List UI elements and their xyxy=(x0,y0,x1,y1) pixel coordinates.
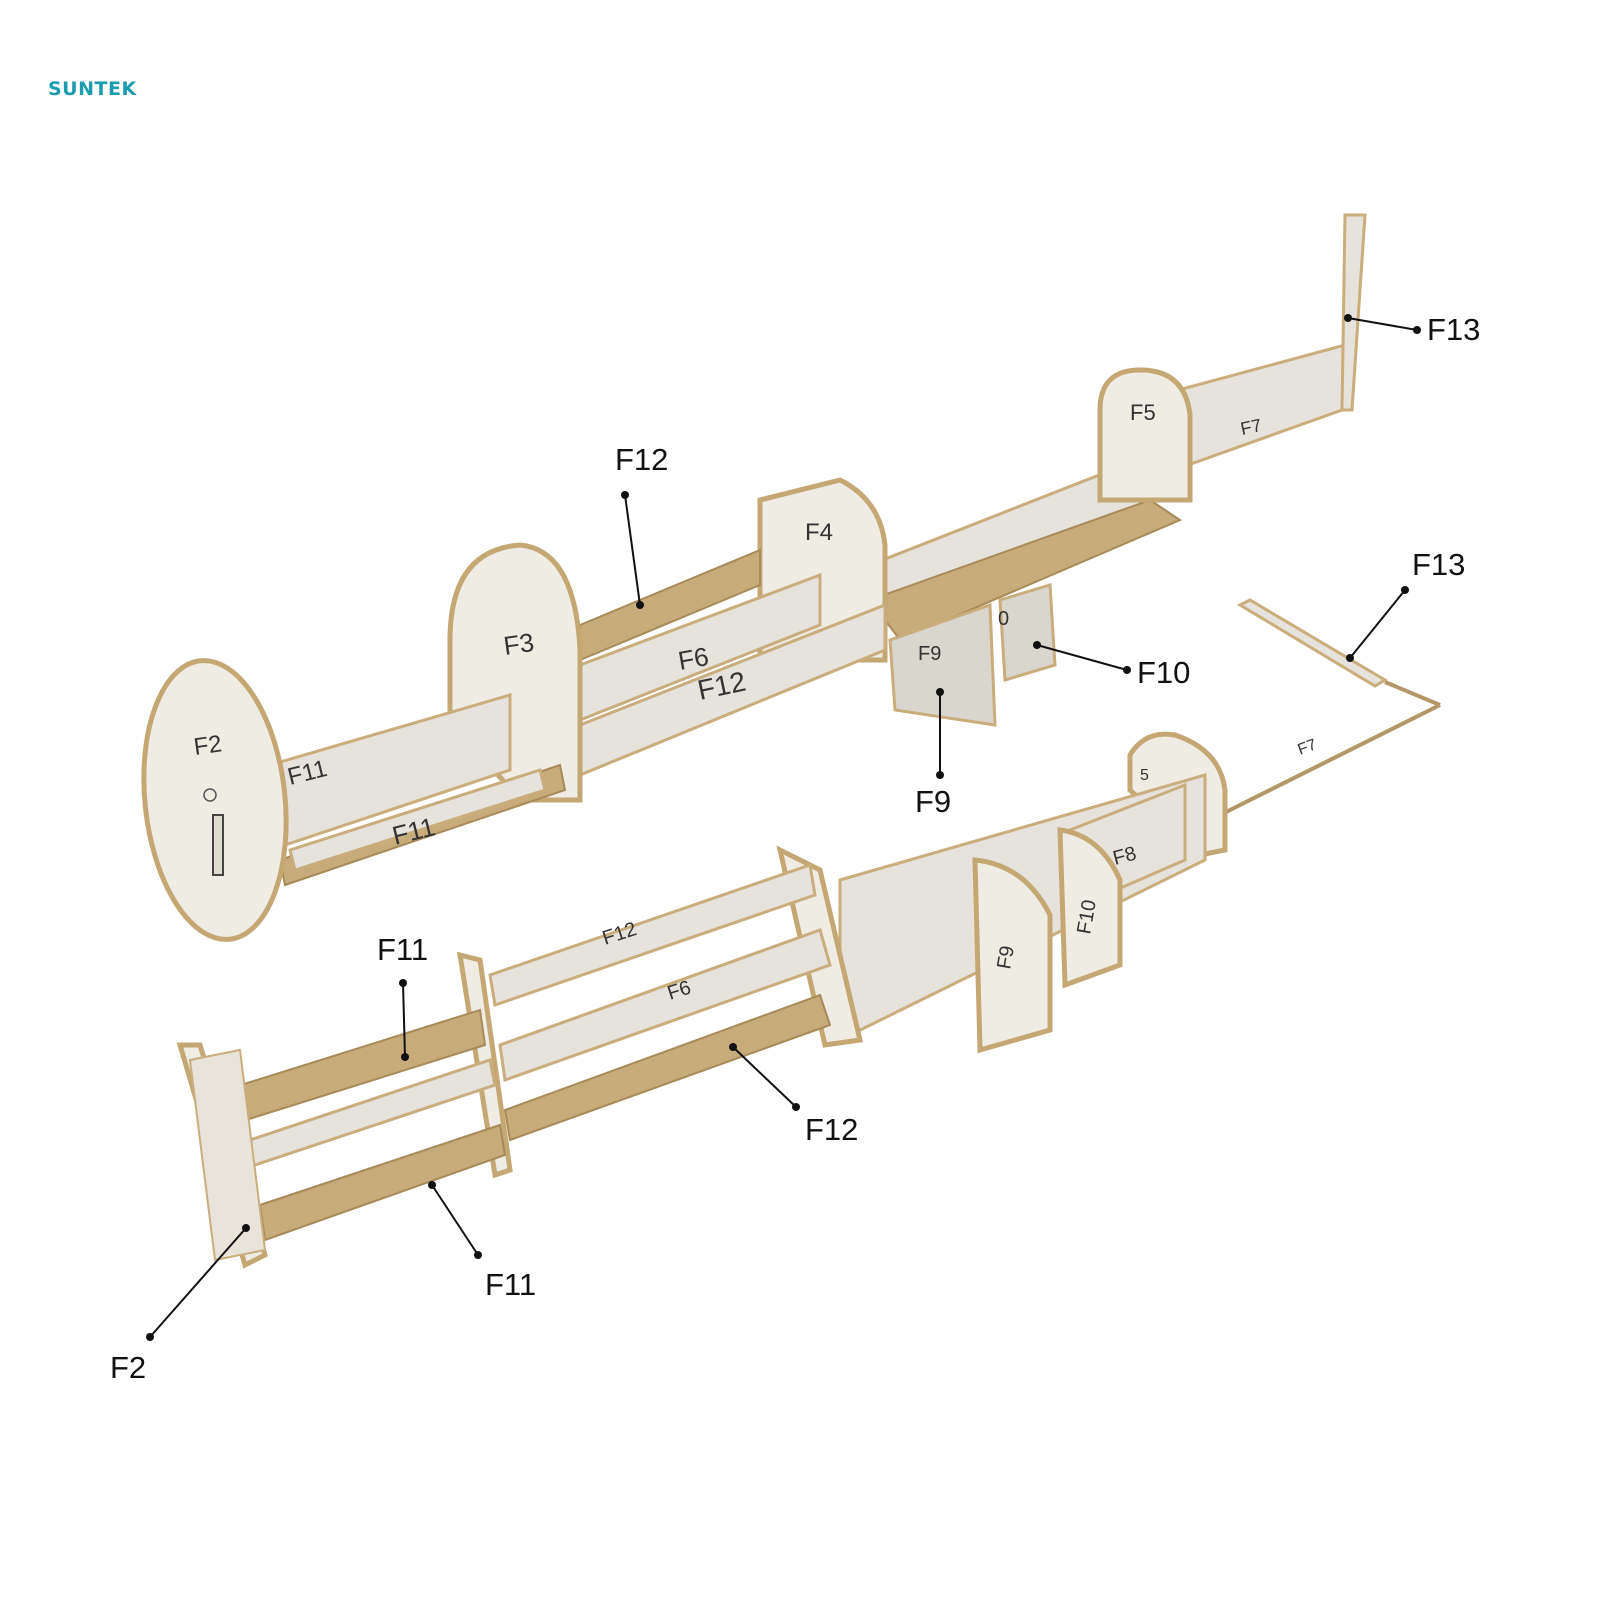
upper-f11-floor-top xyxy=(288,768,547,872)
upper-assembly: F7 F5 0 F9 F4 F6 F12 F3 F11 F11 xyxy=(141,213,1367,942)
callout-f11b-label: F11 xyxy=(485,1267,536,1302)
brand-logo: SUNTEK xyxy=(48,78,137,100)
upper-f2-hole xyxy=(203,788,217,802)
callout-f9-label: F9 xyxy=(915,784,951,819)
callout-f2-label: F2 xyxy=(110,1350,146,1385)
callout-f13-top-label: F13 xyxy=(1427,312,1480,347)
callout-f13-top-dot-b xyxy=(1413,326,1421,334)
upper-f10-panel xyxy=(998,583,1057,682)
upper-f13-post xyxy=(1340,213,1367,412)
lower-f7-label: F7 xyxy=(1296,736,1319,758)
upper-f10-label: 0 xyxy=(998,608,1009,630)
upper-f5-label: F5 xyxy=(1130,400,1156,425)
callout-f10-line xyxy=(1036,644,1128,671)
upper-f9-label: F9 xyxy=(918,643,941,665)
callout-f12-bottom-dot-b xyxy=(792,1103,800,1111)
callout-f12-top-line xyxy=(624,494,641,606)
upper-f4-label: F4 xyxy=(805,519,833,546)
callout-f13-top-dot-a xyxy=(1344,314,1352,322)
upper-f5-bulkhead xyxy=(1097,367,1193,503)
callout-f9-dot-a xyxy=(936,688,944,696)
callout-f13-mid-dot-b xyxy=(1346,654,1354,662)
callout-f13-mid-dot-a xyxy=(1401,586,1409,594)
callout-f12-bottom-line xyxy=(732,1046,797,1108)
upper-f2-label: F2 xyxy=(192,730,224,761)
callout-f11b-dot-a xyxy=(428,1181,436,1189)
callouts: F13 F12 F10 F9 F13 F11 F12 xyxy=(110,312,1480,1385)
lower-f9-panel xyxy=(972,857,1053,1054)
callout-f13-mid-label: F13 xyxy=(1412,547,1465,582)
callout-f2-dot-b xyxy=(146,1333,154,1341)
lower-f12-wood-strip xyxy=(503,993,832,1142)
callout-f11b-dot-b xyxy=(474,1251,482,1259)
lower-f7-rail-end xyxy=(1384,680,1441,707)
lower-f13-rod xyxy=(1236,598,1388,688)
lower-assembly: F7 5 F8 F10 F9 F12 F6 xyxy=(176,598,1441,1269)
callout-f11a-dot-b xyxy=(401,1053,409,1061)
callout-f12-top-dot-b xyxy=(636,601,644,609)
lower-f5-label: 5 xyxy=(1140,767,1149,784)
callout-f10-label: F10 xyxy=(1137,655,1190,690)
upper-floor-right xyxy=(868,498,1183,642)
upper-f7-label: F7 xyxy=(1239,415,1264,439)
callout-f12-top-label: F12 xyxy=(615,442,668,477)
upper-f3-label: F3 xyxy=(502,627,536,661)
upper-f2-slot xyxy=(212,814,224,876)
lower-f10-panel xyxy=(1057,827,1123,989)
callout-f2-dot-a xyxy=(242,1224,250,1232)
lower-f7-rail xyxy=(1209,703,1441,822)
callout-f12-bottom-dot-a xyxy=(729,1043,737,1051)
callout-f9-dot-b xyxy=(936,771,944,779)
callout-f12-top-dot-a xyxy=(621,491,629,499)
callout-f11a-dot-a xyxy=(399,979,407,987)
lower-f2-face xyxy=(188,1048,267,1262)
callout-f11a-line xyxy=(402,982,406,1058)
callout-f13-mid-line xyxy=(1349,589,1406,659)
lower-f6-strip xyxy=(498,928,832,1083)
lower-f11-bottom-strip xyxy=(258,1123,507,1242)
callout-f10-dot-b xyxy=(1123,666,1131,674)
callout-f10-dot-a xyxy=(1033,641,1041,649)
callout-f11b-line xyxy=(431,1184,479,1256)
upper-f2-bulkhead xyxy=(141,658,289,942)
callout-f11a-label: F11 xyxy=(377,932,428,967)
lower-f12-top-strip xyxy=(488,863,817,1007)
callout-f13-top-line xyxy=(1347,317,1418,331)
lower-f9-label: F9 xyxy=(993,944,1019,971)
callout-f12-bottom-label: F12 xyxy=(805,1112,858,1147)
callout-f2-line xyxy=(149,1227,247,1338)
upper-f6-label: F6 xyxy=(676,641,711,676)
upper-f9-panel xyxy=(888,602,997,727)
